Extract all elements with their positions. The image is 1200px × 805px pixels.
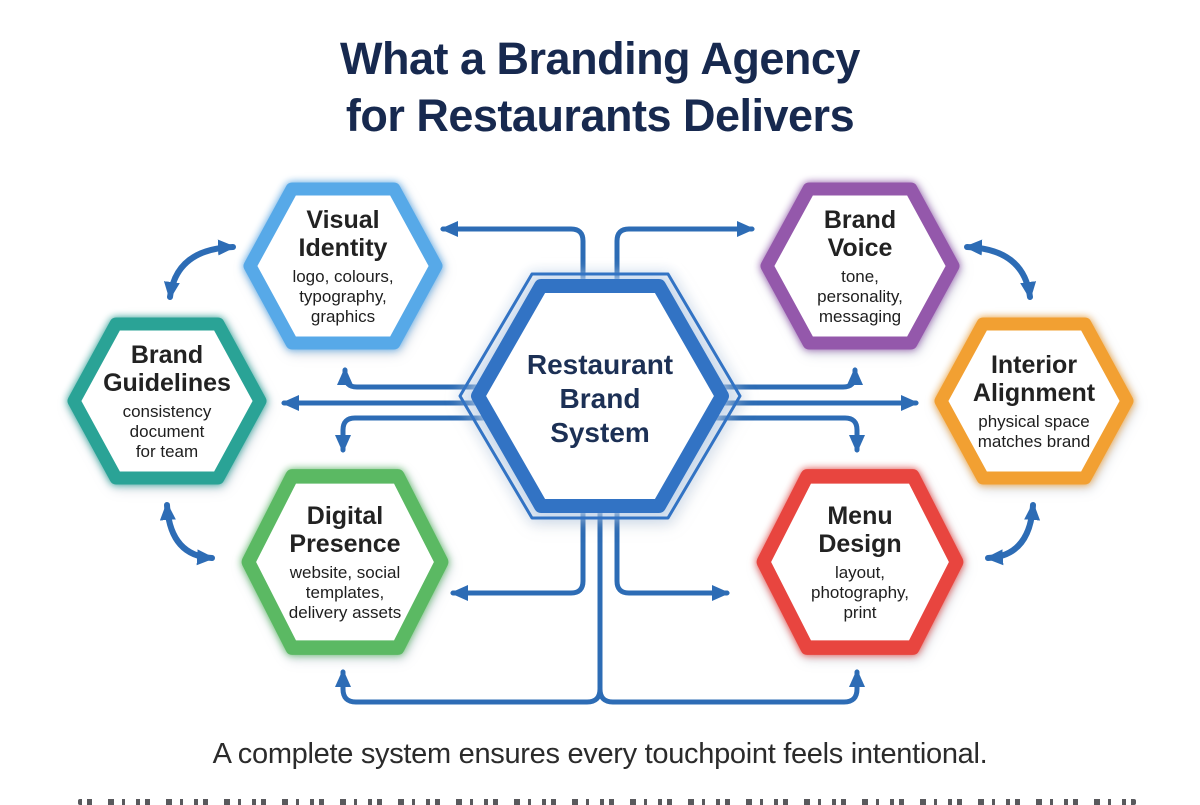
node-subtitle: consistency document for team <box>122 401 212 461</box>
hexagon-shape <box>241 469 449 655</box>
hexagon-border <box>67 317 267 485</box>
cropped-text-artifact <box>78 799 1136 805</box>
caption-text: A complete system ensures every touchpoi… <box>212 738 988 770</box>
hexagon-border <box>756 469 964 655</box>
connector-center-to-digital-presence-top <box>335 415 498 453</box>
arc-visual-identity-brand-guidelines <box>163 239 236 300</box>
hexagon-border <box>934 317 1134 485</box>
page-title-line2: for Restaurants Delivers <box>345 90 855 141</box>
hexagon-shape <box>934 317 1134 485</box>
node-subtitle: logo, colours, typography, graphics <box>292 266 394 326</box>
node-title: Menu Design <box>818 501 902 558</box>
connector-bottom-to-digital-presence <box>335 669 603 705</box>
node-title: Brand Guidelines <box>103 340 231 397</box>
node-subtitle: tone, personality, messaging <box>817 266 903 326</box>
node-title: Digital Presence <box>289 501 401 558</box>
node-title: Visual Identity <box>298 205 388 262</box>
hexagon-border <box>241 469 449 655</box>
hex-menu-design: Menu Design layout, photography, print <box>753 463 967 661</box>
hexagon-shape <box>67 317 267 485</box>
hexagon-outline <box>458 272 742 520</box>
connector-bottom-to-menu-design <box>597 669 865 705</box>
hex-visual-identity: Visual Identity logo, colours, typograph… <box>240 177 446 355</box>
page-title: What a Branding Agency for Restaurants D… <box>0 30 1200 144</box>
connector-center-to-visual-identity-top <box>440 221 586 287</box>
hexagon-shape <box>756 469 964 655</box>
hexagon-shape <box>760 182 960 350</box>
node-title: Brand Voice <box>823 205 897 262</box>
connector-center-to-visual-identity-bottom <box>337 367 498 390</box>
hexagon-border <box>760 182 960 350</box>
hex-brand-guidelines: Brand Guidelines consistency document fo… <box>64 312 270 490</box>
connector-center-to-menu-design-side <box>614 502 730 601</box>
connector-center-to-menu-design-top <box>702 415 865 453</box>
hexagon-shape <box>458 272 742 520</box>
connector-center-to-brand-voice-bottom <box>702 367 863 390</box>
node-subtitle: website, social templates, delivery asse… <box>288 562 402 622</box>
connector-center-to-brand-voice-top <box>614 221 755 287</box>
connector-center-to-digital-presence-side <box>450 502 586 601</box>
hexagon-shape <box>243 182 443 350</box>
node-subtitle: physical space matches brand <box>977 411 1091 451</box>
hex-restaurant-brand-system: Restaurant Brand System <box>456 266 744 526</box>
hexagon-border <box>243 182 443 350</box>
hex-interior-alignment: Interior Alignment physical space matche… <box>931 312 1137 490</box>
page-title-line1: What a Branding Agency <box>340 33 860 84</box>
node-title: Interior Alignment <box>972 350 1096 407</box>
arc-interior-alignment-menu-design <box>985 502 1041 566</box>
arc-brand-guidelines-digital-presence <box>159 502 215 566</box>
hexagon-ring <box>471 279 729 513</box>
hex-brand-voice: Brand Voice tone, personality, messaging <box>757 177 963 355</box>
node-subtitle: layout, photography, print <box>811 562 909 622</box>
hex-digital-presence: Digital Presence website, social templat… <box>238 463 452 661</box>
arc-brand-voice-interior-alignment <box>964 239 1037 300</box>
center-node-label: Restaurant Brand System <box>526 349 674 448</box>
